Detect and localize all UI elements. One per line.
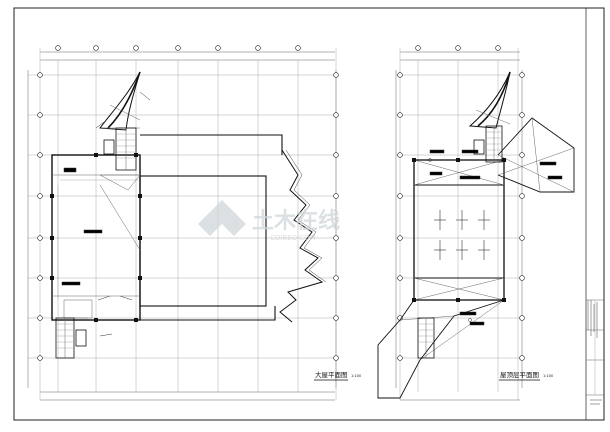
watermark-text: 土木在线 [252, 208, 340, 234]
right-dimension-lines [395, 51, 523, 401]
left-stair-lower [55, 317, 87, 359]
left-grid-bubbles [37, 45, 339, 361]
right-grid-bubbles [397, 45, 525, 361]
left-sail-feature [99, 71, 141, 131]
left-columns [50, 153, 142, 322]
left-plan-title: 大屋平面图 [315, 370, 348, 379]
right-hall-marks [434, 210, 490, 260]
left-grid-vertical [39, 48, 337, 400]
right-grid-vertical [399, 48, 519, 400]
right-stair-lower [417, 317, 435, 359]
left-plan-title-group: 大屋平面图 1:100 [314, 370, 361, 381]
right-annotations [428, 149, 563, 326]
left-annotations [61, 91, 151, 337]
right-sail-feature [468, 71, 511, 129]
watermark-logo-icon [198, 200, 246, 236]
right-plan-title: 屋顶层平面图 [500, 371, 539, 379]
left-stair-upper [103, 127, 137, 171]
notes-block [587, 300, 602, 405]
right-plan-title-group: 屋顶层平面图 1:100 [499, 371, 553, 381]
right-columns [412, 158, 506, 302]
left-plan-scale: 1:100 [351, 374, 361, 378]
left-floor-plan: 大屋平面图 1:100 [27, 45, 361, 401]
right-grid-horizontal [396, 74, 522, 359]
title-block-border [585, 7, 605, 421]
right-building-outline [377, 117, 575, 399]
left-interior-lines [52, 174, 141, 319]
right-floor-plan: 屋顶层平面图 1:100 [377, 45, 575, 401]
title-block [586, 299, 604, 396]
right-stair-upper [473, 125, 503, 163]
watermark: 土木在线 COIBEO.COM [198, 200, 340, 242]
right-plan-scale: 1:100 [543, 374, 553, 378]
watermark-url: COIBEO.COM [270, 234, 316, 242]
